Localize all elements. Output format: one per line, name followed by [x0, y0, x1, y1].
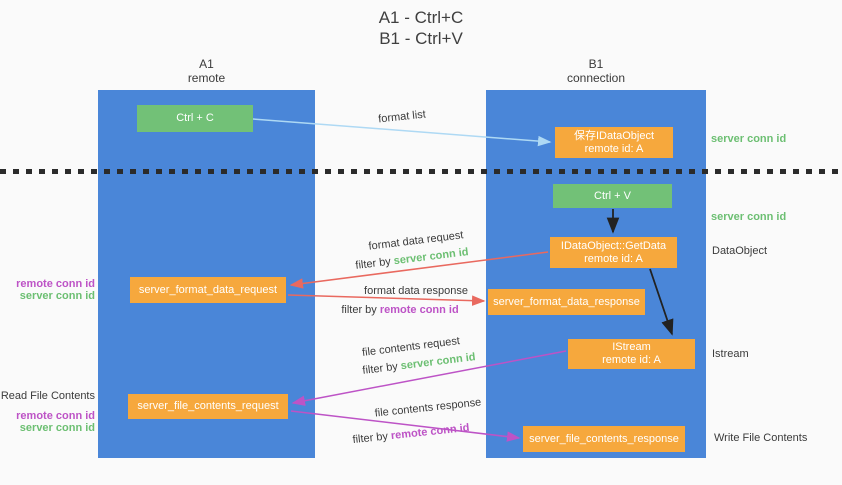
filter-by-text: filter by — [354, 255, 395, 272]
node-getdata-line2: remote id: A — [584, 252, 643, 265]
label-file-contents-response: file contents response — [374, 396, 482, 420]
server-conn-id-text: server conn id — [400, 351, 477, 373]
label-format-list: format list — [377, 108, 427, 126]
label-server-conn-id-right-top: server conn id — [711, 133, 787, 145]
node-istream: IStream remote id: A — [568, 339, 695, 369]
node-file-response: server_file_contents_response — [523, 426, 685, 452]
filter-by-text: filter by — [361, 360, 402, 377]
node-ctrl-c-label: Ctrl + C — [176, 112, 214, 124]
column-a-subtitle: remote — [187, 71, 226, 85]
label-filter-remote-2: filter by remote conn id — [352, 422, 470, 446]
node-format-response: server_format_data_response — [488, 289, 645, 315]
node-save-dataobject-line2: remote id: A — [584, 142, 644, 155]
session-divider — [0, 169, 842, 174]
node-file-request-label: server_file_contents_request — [137, 400, 279, 412]
filter-by-text: filter by — [352, 430, 392, 447]
node-ctrl-c: Ctrl + C — [137, 105, 253, 132]
node-save-dataobject: 保存IDataObject remote id: A — [555, 127, 673, 158]
column-b-id: B1 — [588, 57, 604, 71]
node-getdata-line1: IDataObject::GetData — [560, 239, 667, 252]
node-ctrl-v-label: Ctrl + V — [594, 189, 631, 202]
title-line-2: B1 - Ctrl+V — [379, 29, 463, 48]
node-getdata: IDataObject::GetData remote id: A — [550, 237, 677, 268]
diagram-title: A1 - Ctrl+C B1 - Ctrl+V — [0, 7, 842, 49]
node-format-response-label: server_format_data_response — [493, 295, 640, 308]
node-format-request: server_format_data_request — [130, 277, 286, 303]
column-a-header: A1 remote — [98, 57, 315, 85]
remote-conn-id-text: remote conn id — [379, 304, 459, 316]
node-istream-line2: remote id: A — [602, 354, 661, 366]
label-read-file-contents: Read File Contents — [0, 390, 95, 402]
node-format-request-label: server_format_data_request — [138, 283, 278, 296]
label-remote-conn-id-left-1: remote conn id — [16, 278, 95, 290]
node-ctrl-v: Ctrl + V — [553, 184, 672, 208]
label-server-conn-id-left-1: server conn id — [19, 290, 95, 302]
label-dataobject: DataObject — [712, 245, 768, 257]
node-istream-line1: IStream — [612, 341, 651, 353]
remote-conn-id-text: remote conn id — [390, 421, 470, 443]
title-line-1: A1 - Ctrl+C — [378, 8, 464, 27]
server-conn-id-text: server conn id — [393, 246, 470, 268]
column-a-id: A1 — [199, 57, 214, 71]
column-b-header: B1 connection — [486, 57, 706, 85]
node-file-request: server_file_contents_request — [128, 394, 288, 419]
label-format-data-response: format data response — [364, 285, 468, 297]
label-write-file-contents: Write File Contents — [714, 432, 808, 444]
label-remote-conn-id-left-2: remote conn id — [16, 410, 95, 422]
label-istream: Istream — [712, 348, 749, 360]
node-save-dataobject-line1: 保存IDataObject — [573, 129, 655, 142]
node-file-response-label: server_file_contents_response — [529, 432, 679, 445]
filter-by-text: filter by — [341, 304, 380, 316]
label-server-conn-id-right-mid: server conn id — [711, 211, 787, 223]
label-filter-remote-1: filter by remote conn id — [341, 304, 458, 316]
label-server-conn-id-left-2: server conn id — [19, 422, 95, 434]
column-b-subtitle: connection — [566, 71, 626, 85]
